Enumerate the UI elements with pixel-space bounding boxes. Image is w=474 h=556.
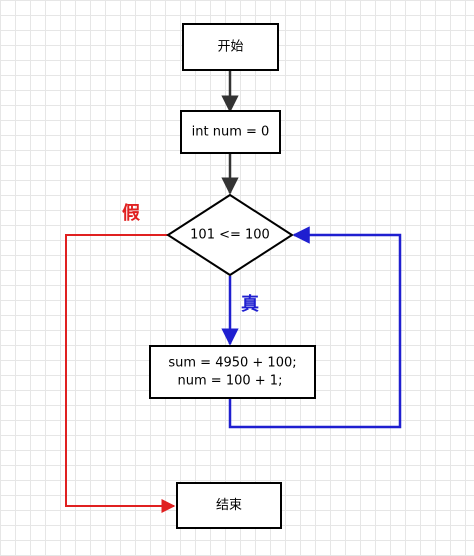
end-node: 结束 [176, 482, 282, 529]
edge-false-branch [65, 234, 176, 513]
edge-loop-back [228, 226, 402, 429]
start-node-label: 开始 [217, 40, 243, 55]
loop-body-node: sum = 4950 + 100; num = 100 + 1; [149, 345, 316, 399]
start-node: 开始 [182, 23, 279, 71]
init-node: int num = 0 [180, 110, 281, 154]
end-node-label: 结束 [216, 498, 242, 513]
init-node-label: int num = 0 [192, 125, 270, 140]
loop-body-line-2: num = 100 + 1; [178, 374, 283, 389]
false-branch-label: 假 [122, 202, 141, 224]
condition-node: 101 <= 100 [166, 193, 294, 277]
condition-node-label: 101 <= 100 [190, 228, 270, 243]
true-branch-label: 真 [241, 293, 259, 315]
loop-body-line-1: sum = 4950 + 100; [168, 356, 296, 371]
